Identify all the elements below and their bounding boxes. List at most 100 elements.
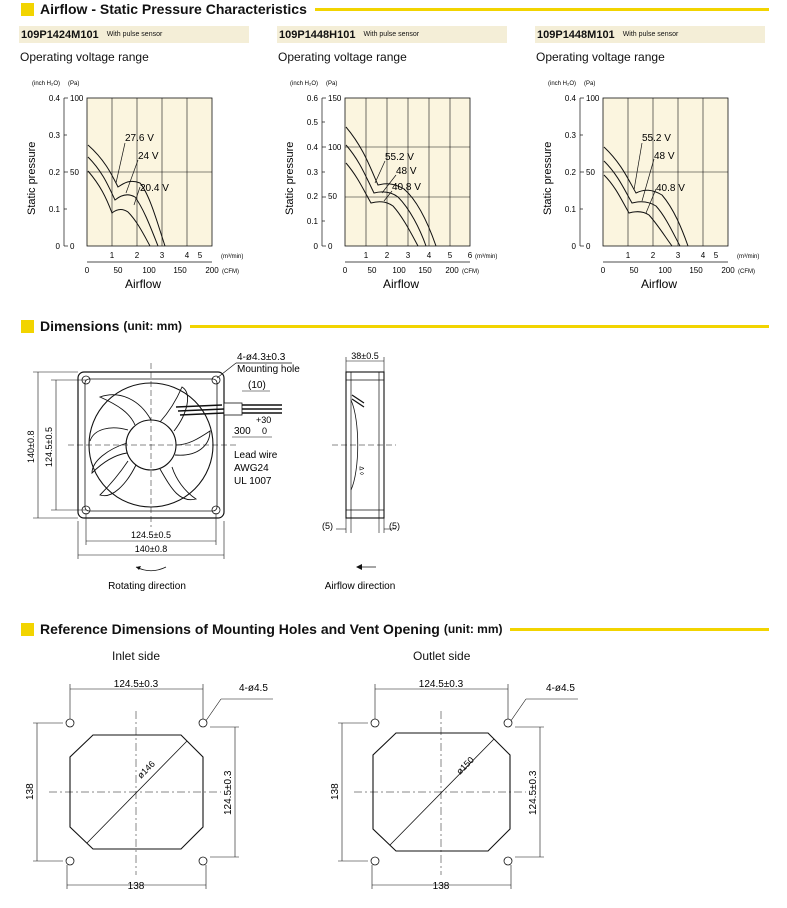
svg-text:50: 50 [114, 266, 123, 275]
outer-height-dim: 140±0.8 [26, 431, 36, 463]
mounting-hole-leader [216, 362, 237, 379]
sensor-note: With pulse sensor [363, 31, 420, 38]
pq-curves [603, 146, 689, 247]
svg-text:0.3: 0.3 [49, 131, 61, 140]
side-right-dim: (5) [389, 521, 400, 531]
y-unit-inh2o: (inch H₂O) [32, 81, 60, 87]
inh2o-ticks: 0.4 0.3 0.2 0.1 0 [565, 94, 577, 251]
y-unit-pa: (Pa) [68, 81, 79, 87]
svg-text:150: 150 [418, 266, 432, 275]
svg-text:150: 150 [689, 266, 703, 275]
depth-dimension [336, 357, 396, 533]
svg-text:100: 100 [658, 266, 672, 275]
svg-text:100: 100 [586, 94, 600, 103]
outlet-diameter-line [389, 738, 495, 846]
section-title: Airflow - Static Pressure Characteristic… [40, 1, 307, 17]
inlet-reference-drawing: 124.5±0.3 4-ø4.5 ø146 124.5±0.3 138 138 [25, 679, 273, 892]
pa-ticks: 100 50 0 [70, 94, 84, 251]
vertical-dimensions [33, 371, 86, 519]
svg-text:0.2: 0.2 [49, 168, 61, 177]
section-rule [190, 324, 769, 328]
lead-10: (10) [248, 380, 266, 391]
svg-text:4: 4 [185, 251, 190, 260]
subtitle-3: Operating voltage range [536, 50, 665, 64]
svg-text:5: 5 [714, 251, 719, 260]
grid [603, 98, 728, 246]
lead-length: 300 [234, 426, 251, 437]
svg-text:0: 0 [343, 266, 348, 275]
x-axis-label: Airflow [383, 277, 419, 291]
x-axis-label: Airflow [641, 277, 677, 291]
y-axis [321, 97, 326, 247]
svg-text:0: 0 [601, 266, 606, 275]
subtitle-1: Operating voltage range [20, 50, 149, 64]
outlet-holes-spec: 4-ø4.5 [546, 683, 575, 694]
subtitle-2: Operating voltage range [278, 50, 407, 64]
y-unit-pa: (Pa) [326, 81, 337, 87]
inlet-diameter: ø146 [135, 759, 157, 781]
pitch-height-dim: 124.5±0.5 [44, 427, 54, 467]
svg-text:0: 0 [572, 242, 577, 251]
inlet-side-title: Inlet side [112, 649, 161, 663]
svg-text:1: 1 [110, 251, 115, 260]
pq-chart-3: 55.2 V 48 V 40.8 V (inch H₂O) (Pa) 0.4 0… [542, 81, 759, 291]
y-unit-inh2o: (inch H₂O) [290, 81, 318, 87]
svg-text:6: 6 [468, 251, 473, 260]
horizontal-dimensions [77, 513, 225, 559]
outlet-diameter: ø150 [454, 755, 476, 777]
airflow-direction-label: Airflow direction [325, 581, 396, 592]
outlet-pitch-right: 124.5±0.3 [528, 770, 539, 815]
y-axis-label: Static pressure [284, 142, 296, 215]
svg-text:3: 3 [406, 251, 411, 260]
lead-tol-high: +30 [256, 415, 271, 425]
svg-text:0: 0 [85, 266, 90, 275]
pq-chart-1: 27.6 V 24 V 20.4 V (inch H₂O) (Pa) 0.4 0… [26, 81, 243, 291]
svg-text:50: 50 [630, 266, 639, 275]
y-axis [579, 97, 584, 247]
outlet-side-title: Outlet side [413, 649, 471, 663]
inlet-left-dim: 138 [25, 783, 36, 800]
side-left-dim: (5) [322, 521, 333, 531]
label-leaders [115, 142, 141, 206]
model-name: 109P1448M101 [537, 28, 615, 41]
outlet-reference-drawing: 124.5±0.3 4-ø4.5 ø150 124.5±0.3 138 138 [330, 679, 578, 892]
section-airflow-header: Airflow - Static Pressure Characteristic… [0, 0, 787, 20]
svg-text:1: 1 [364, 251, 369, 260]
x-unit-cfm: (CFM) [738, 269, 755, 275]
section-title: Reference Dimensions of Mounting Holes a… [40, 621, 440, 637]
svg-text:150: 150 [173, 266, 187, 275]
svg-text:5: 5 [198, 251, 203, 260]
svg-text:0.3: 0.3 [307, 168, 319, 177]
inlet-holes [65, 718, 208, 866]
y-axis-label: Static pressure [542, 142, 554, 215]
rotation-arrow-icon [135, 566, 167, 572]
y-unit-pa: (Pa) [584, 81, 595, 87]
svg-text:0: 0 [328, 242, 333, 251]
svg-text:0.2: 0.2 [307, 192, 319, 201]
svg-text:50: 50 [328, 192, 337, 201]
x-unit-cfm: (CFM) [462, 269, 479, 275]
outlet-bottom-dim: 138 [433, 881, 450, 892]
y-axis [63, 97, 68, 247]
section-rule [314, 7, 769, 11]
svg-text:4: 4 [701, 251, 706, 260]
svg-text:0.1: 0.1 [49, 205, 61, 214]
yellow-square-icon [21, 622, 34, 636]
x-unit-m3: (m³/min) [475, 254, 497, 260]
inlet-pitch-top: 124.5±0.3 [114, 679, 159, 690]
outlet-pitch-top: 124.5±0.3 [419, 679, 464, 690]
svg-text:3: 3 [160, 251, 165, 260]
svg-text:0.4: 0.4 [49, 94, 61, 103]
voltage-label-rated: 24 V [138, 151, 159, 162]
svg-text:200: 200 [445, 266, 459, 275]
model-bar-2: 109P1448H101 With pulse sensor [277, 26, 507, 43]
grid [345, 98, 470, 246]
voltage-label-low: 40.8 V [656, 183, 685, 194]
y-axis-label: Static pressure [26, 142, 38, 215]
svg-text:0.4: 0.4 [565, 94, 577, 103]
section-rule [510, 627, 769, 631]
section-title: Dimensions [40, 318, 120, 334]
